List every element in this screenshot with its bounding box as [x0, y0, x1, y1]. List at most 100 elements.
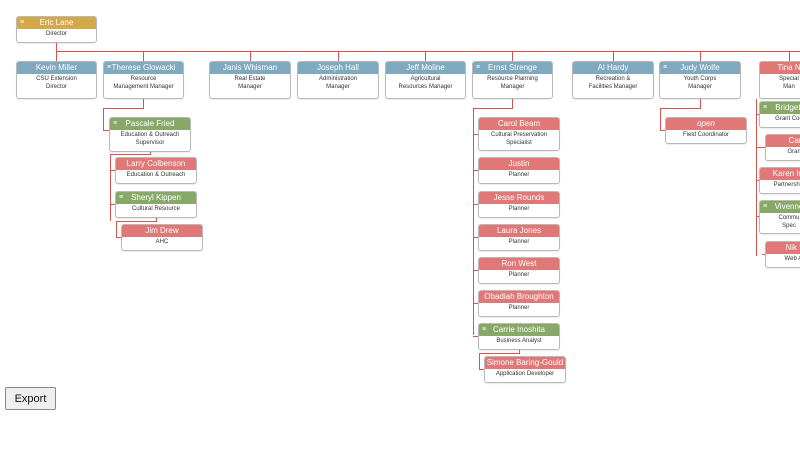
- hamburger-menu-icon[interactable]: ≡: [482, 326, 487, 333]
- org-node-header: Nik B: [766, 242, 800, 254]
- connector-line: [150, 152, 151, 154]
- org-node-name: open: [697, 119, 715, 128]
- org-node-title: Planner: [508, 272, 530, 278]
- org-node-name: Tina N: [777, 63, 800, 72]
- org-node-name: Al Hardy: [597, 63, 629, 72]
- org-node-header: Tina N: [760, 62, 800, 74]
- org-node-header: ≡ Pascale Fried: [110, 118, 190, 130]
- org-node-header: ≡ Vivenne: [760, 201, 800, 213]
- org-node-title: Resource Management Manager: [113, 76, 174, 90]
- org-node-karen[interactable]: Karen ImPartnership: [759, 167, 800, 194]
- org-node-title: Resource Planning Manager: [487, 76, 538, 90]
- connector-line: [700, 99, 701, 108]
- hamburger-menu-icon[interactable]: ≡: [663, 64, 668, 71]
- org-node-title: Grant Coo: [775, 116, 800, 122]
- connector-line: [143, 51, 144, 61]
- hamburger-menu-icon[interactable]: ≡: [113, 120, 118, 127]
- hamburger-menu-icon[interactable]: ≡: [763, 203, 768, 210]
- connector-line: [110, 154, 111, 221]
- org-node-name: Ron West: [501, 259, 537, 268]
- connector-line: [156, 218, 157, 221]
- org-node-title: Web Ad: [784, 256, 800, 262]
- connector-line: [338, 51, 339, 61]
- connector-line: [756, 114, 759, 115]
- org-node-title: Youth Corps Manager: [683, 76, 717, 90]
- org-node-tina[interactable]: Tina N Special Man: [759, 61, 800, 99]
- connector-line: [116, 237, 121, 238]
- hamburger-menu-icon[interactable]: ≡: [107, 64, 112, 71]
- org-node-header: Karen Im: [760, 168, 800, 180]
- connector-line: [762, 254, 765, 255]
- org-node-header: open: [666, 118, 746, 130]
- org-node-name: Carol Beam: [497, 119, 541, 128]
- org-node-header: Jeff Moline: [386, 62, 465, 74]
- hamburger-menu-icon[interactable]: ≡: [20, 19, 25, 26]
- connector-line: [519, 350, 520, 353]
- org-node-title: Planner: [508, 305, 530, 311]
- connector-line: [110, 170, 115, 171]
- org-node-title: Application Developer: [495, 371, 555, 377]
- org-node-header: ≡ Bridgett: [760, 102, 800, 114]
- connector-line: [56, 43, 57, 52]
- export-button[interactable]: Export: [5, 387, 56, 410]
- org-node-car[interactable]: CarGrant: [765, 134, 800, 161]
- org-node-name: Ernst Strenge: [488, 63, 537, 72]
- org-node-bridgett[interactable]: ≡ BridgettGrant Coo: [759, 101, 800, 128]
- connector-line: [473, 237, 478, 238]
- org-node-name: Vivenne: [774, 202, 800, 211]
- org-node-title: Director: [45, 31, 67, 37]
- org-node-title: Education & Outreach: [126, 172, 186, 178]
- hamburger-menu-icon[interactable]: ≡: [476, 64, 481, 71]
- org-node-header: ≡Sheryl Kippen: [116, 192, 196, 204]
- org-node-header: Ron West: [479, 258, 559, 270]
- org-node-name: Nik B: [785, 243, 800, 252]
- org-node-header: Jesse Rounds: [479, 192, 559, 204]
- org-node-name: Therese Glowacki: [111, 63, 176, 72]
- org-node-name: Bridgett: [775, 103, 800, 112]
- org-node-nik[interactable]: Nik B Web Ad: [765, 241, 800, 268]
- org-node-header: Al Hardy: [573, 62, 653, 74]
- org-node-header: Kevin Miller: [17, 62, 96, 74]
- connector-line: [103, 108, 144, 109]
- org-node-vivenne[interactable]: ≡VivenneCommu Spec: [759, 200, 800, 234]
- org-node-header: Justin: [479, 158, 559, 170]
- org-node-name: Pascale Fried: [125, 119, 175, 128]
- hamburger-menu-icon[interactable]: ≡: [119, 194, 124, 201]
- org-node-name: Larry Colbenson: [126, 159, 186, 168]
- org-node-title: Real Estate Manager: [234, 76, 266, 90]
- connector-line: [110, 204, 115, 205]
- org-node-title: Special Man: [779, 76, 799, 90]
- connector-line: [56, 51, 800, 52]
- connector-line: [473, 270, 478, 271]
- org-node-name: Joseph Hall: [317, 63, 359, 72]
- connector-line: [473, 336, 478, 337]
- connector-line: [103, 108, 104, 130]
- org-node-header: Simone Baring-Gould: [485, 357, 565, 369]
- org-node-name: Justin: [508, 159, 530, 168]
- org-node-header: ≡Carrie Inoshita: [479, 324, 559, 336]
- hamburger-menu-icon[interactable]: ≡: [763, 104, 768, 111]
- org-node-title: Grant: [787, 149, 800, 155]
